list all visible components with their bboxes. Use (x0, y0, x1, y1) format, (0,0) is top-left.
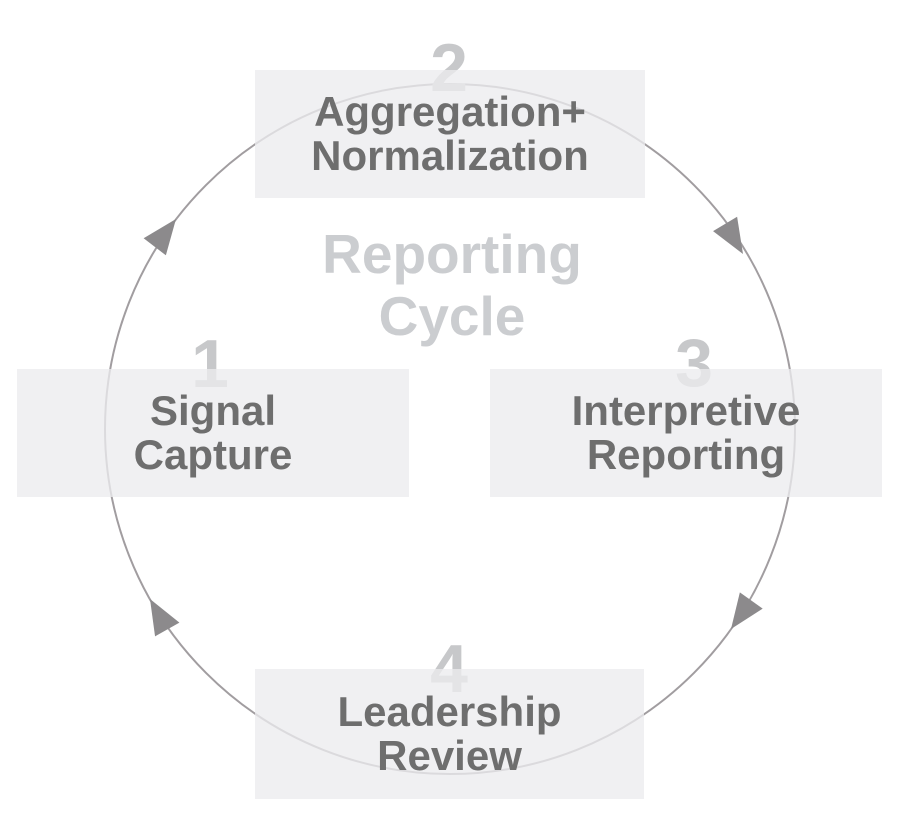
arrow-top-to-right-icon (713, 216, 743, 254)
step-2-label-line-1: Aggregation+ (314, 88, 586, 136)
arrow-right-to-bottom-icon (731, 592, 763, 629)
step-3-label-line-1: Interpretive (571, 387, 801, 435)
diagram-title-line-1: Reporting (322, 223, 582, 285)
step-1-label-line-2: Capture (133, 431, 293, 478)
step-1-box-signal-capture: Signal Capture (17, 369, 409, 497)
step-4-label-line-1: Leadership (337, 688, 562, 736)
step-3-label-line-2: Reporting (586, 431, 786, 478)
step-2-box-aggregation-normalization: Aggregation+ Normalization (255, 70, 645, 198)
step-3-box-interpretive-reporting: Interpretive Reporting (490, 369, 882, 497)
arrow-bottom-to-left-icon (150, 599, 180, 637)
step-4-label-line-2: Review (377, 732, 522, 779)
step-4-box-leadership-review: Leadership Review (255, 669, 644, 799)
step-2-label-line-2: Normalization (311, 132, 589, 179)
step-1-label-line-1: Signal (149, 387, 277, 435)
diagram-title-line-2: Cycle (378, 284, 526, 347)
diagram-title: Reporting Cycle (322, 223, 582, 347)
arrow-left-to-top-icon (143, 219, 176, 256)
